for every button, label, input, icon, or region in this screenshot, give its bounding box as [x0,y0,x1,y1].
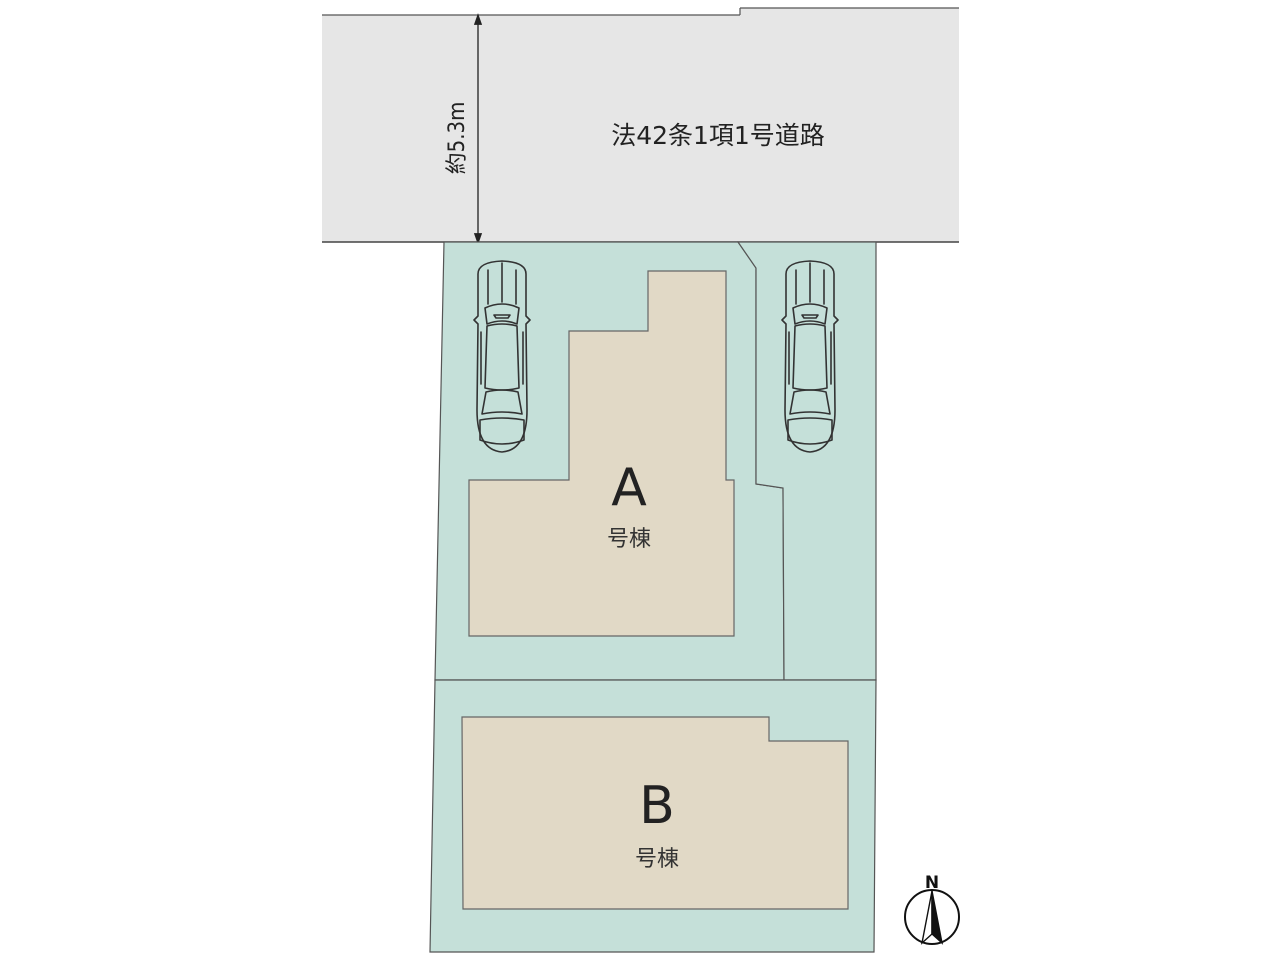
road-width-label: 約5.3m [445,102,470,175]
building-b: B 号棟 [461,716,849,910]
lot-shared-driveway [736,241,877,681]
building-a-footprint [468,270,735,637]
building-a: A 号棟 [468,270,735,637]
building-a-suffix: 号棟 [607,527,651,552]
building-b-letter: B [639,776,675,836]
building-a-letter: A [611,458,647,518]
building-b-suffix: 号棟 [635,847,679,872]
north-arrow-icon: N [904,873,960,945]
road-width-dimension: 約5.3m [445,13,483,245]
road-label: 法42条1項1号道路 [611,121,825,150]
building-b-footprint [461,716,849,910]
road: 法42条1項1号道路 [322,7,959,243]
north-label: N [925,873,939,893]
